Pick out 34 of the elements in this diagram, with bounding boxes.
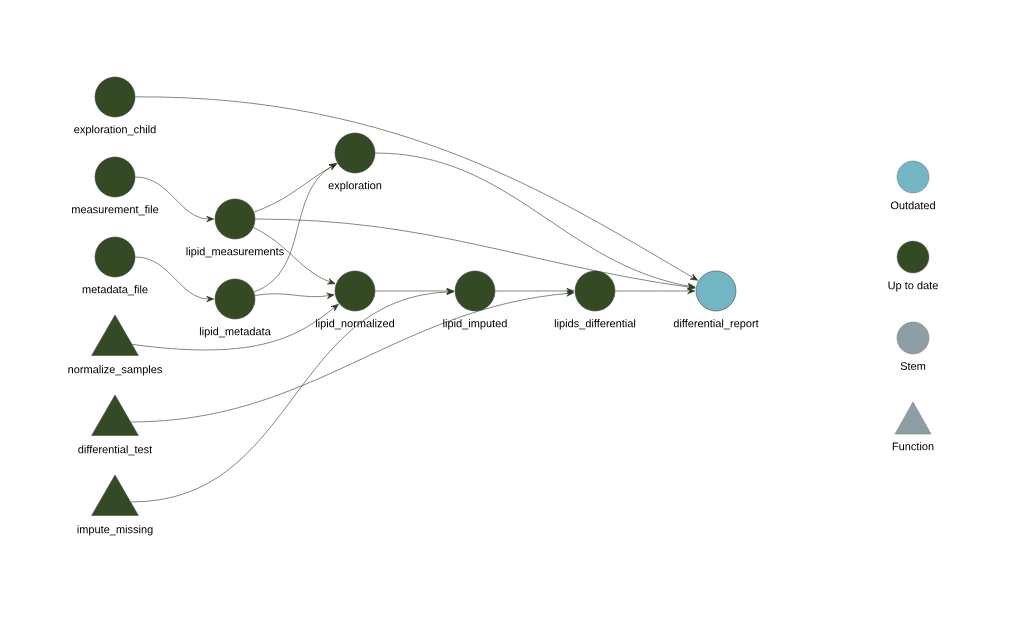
arrow <box>375 287 455 295</box>
node-label: lipids_differential <box>554 319 636 330</box>
node-label: differential_report <box>673 319 759 330</box>
node-label: lipid_measurements <box>186 247 284 258</box>
arrow <box>375 152 696 290</box>
arrow <box>253 227 336 285</box>
target-triangle: normalize_samples <box>68 314 162 376</box>
legend-label: Outdated <box>890 201 935 210</box>
arrow <box>132 303 339 351</box>
target-triangle: impute_missing <box>77 474 153 536</box>
arrow <box>135 96 699 281</box>
legend-label: Stem <box>900 362 926 370</box>
node-label: lipid_imputed <box>443 319 507 330</box>
node-label: differential_test <box>78 445 153 456</box>
arrow <box>253 163 337 293</box>
node-label: lipid_normalized <box>316 319 395 330</box>
node-label: normalize_samples <box>68 365 162 376</box>
arrow <box>130 290 575 423</box>
node-label: impute_missing <box>77 525 153 536</box>
arrow <box>135 176 215 223</box>
arrow <box>130 288 455 503</box>
node-label: measurement_file <box>72 205 159 216</box>
node-label: metadata_file <box>82 285 148 296</box>
arrow <box>255 218 696 291</box>
node-label: exploration_child <box>74 125 156 136</box>
legend-label: Function <box>892 442 934 451</box>
node-label: lipid_metadata <box>199 327 271 338</box>
arrow <box>495 287 575 295</box>
target-triangle: differential_test <box>78 394 153 456</box>
legend-label: Up to date <box>888 281 938 292</box>
arrow <box>254 292 335 299</box>
arrow <box>615 287 696 295</box>
arrow <box>135 256 215 303</box>
node-label: exploration <box>328 181 382 192</box>
